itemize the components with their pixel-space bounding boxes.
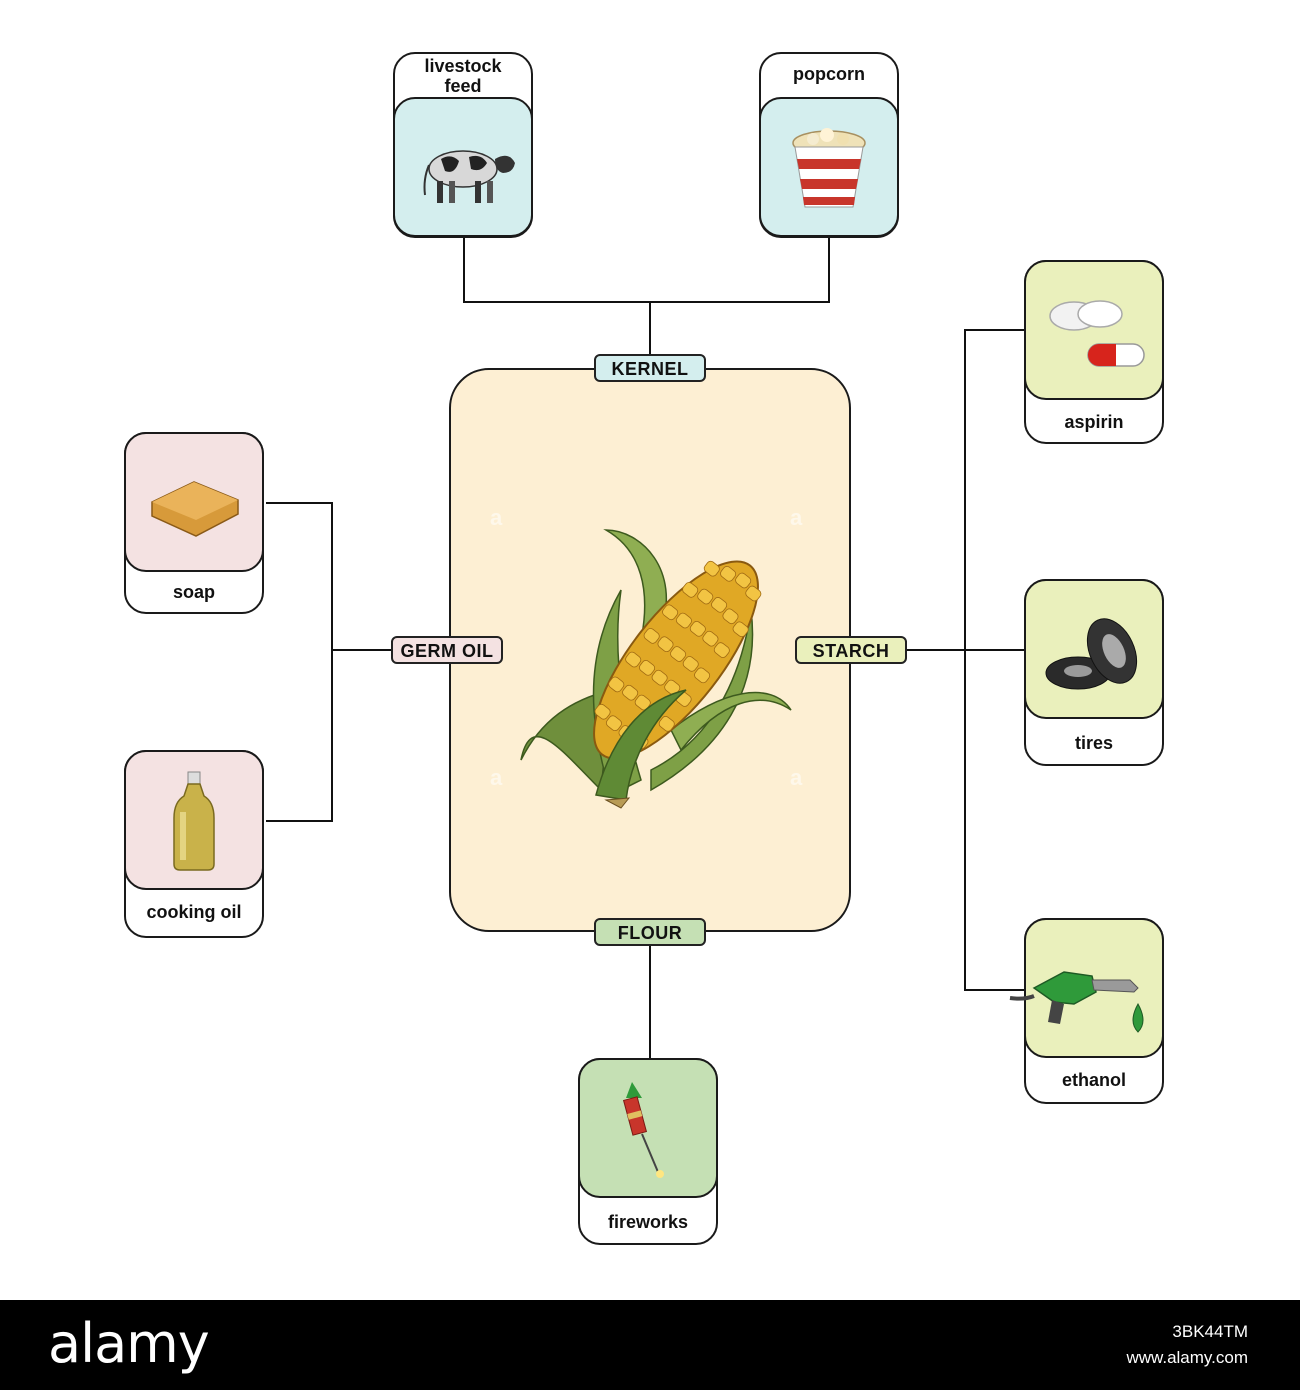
popcorn-label: popcorn	[793, 64, 865, 84]
cooking-oil-tile	[124, 750, 264, 890]
kernel-tag: KERNEL	[594, 354, 706, 382]
cow-icon	[423, 150, 515, 203]
tires-icon	[1045, 618, 1138, 690]
aspirin-card: aspirin	[1024, 260, 1164, 444]
soap-label: soap	[172, 582, 215, 602]
fireworks-card: fireworks	[578, 1058, 718, 1245]
fuel-nozzle-icon	[1009, 971, 1144, 1033]
oil-bottle-icon	[173, 771, 215, 871]
livestock-feed-card: livestock feed	[393, 52, 533, 238]
connector-lines	[266, 238, 1024, 1058]
ethanol-card: ethanol	[1009, 918, 1164, 1104]
corn-center-panel	[449, 368, 851, 932]
livestock-feed-tile	[393, 97, 533, 237]
soap-tile	[124, 432, 264, 572]
livestock-feed-label: livestock feed	[424, 56, 502, 96]
watermark-mark: a	[490, 765, 503, 790]
pills-icon	[1049, 300, 1145, 367]
site-url: www.alamy.com	[1126, 1348, 1248, 1367]
watermark-mark: a	[490, 505, 503, 530]
soap-bar-icon	[151, 481, 239, 537]
ethanol-tile	[1009, 918, 1164, 1058]
watermark-mark: a	[790, 765, 803, 790]
tires-label: tires	[1074, 733, 1114, 753]
cooking-oil-card: cooking oil	[124, 750, 264, 938]
germ-oil-tag: GERM OIL	[391, 636, 503, 664]
ethanol-label: ethanol	[1061, 1070, 1126, 1090]
image-id: 3BK44TM	[1172, 1322, 1248, 1341]
flour-tag: FLOUR	[594, 918, 706, 946]
tires-tile	[1024, 579, 1164, 719]
watermark-mark: a	[790, 505, 803, 530]
watermark-footer: alamy 3BK44TM www.alamy.com	[0, 1300, 1300, 1390]
popcorn-tile	[759, 97, 899, 237]
tires-card: tires	[1024, 579, 1164, 766]
starch-tag: STARCH	[795, 636, 907, 664]
popcorn-bucket-icon	[792, 128, 866, 208]
popcorn-card: popcorn	[759, 52, 899, 238]
corn-products-diagram: KERNEL GERM OIL STARCH FLOUR livestock f…	[124, 52, 1164, 1245]
fireworks-label: fireworks	[607, 1212, 689, 1232]
soap-card: soap	[124, 432, 264, 614]
aspirin-label: aspirin	[1064, 412, 1124, 432]
cooking-oil-label: cooking oil	[146, 902, 242, 922]
corn-cob-image	[520, 529, 792, 809]
firework-rocket-icon	[622, 1082, 664, 1178]
aspirin-tile	[1024, 260, 1164, 400]
fireworks-tile	[578, 1058, 718, 1198]
alamy-logo: alamy	[48, 1312, 210, 1375]
